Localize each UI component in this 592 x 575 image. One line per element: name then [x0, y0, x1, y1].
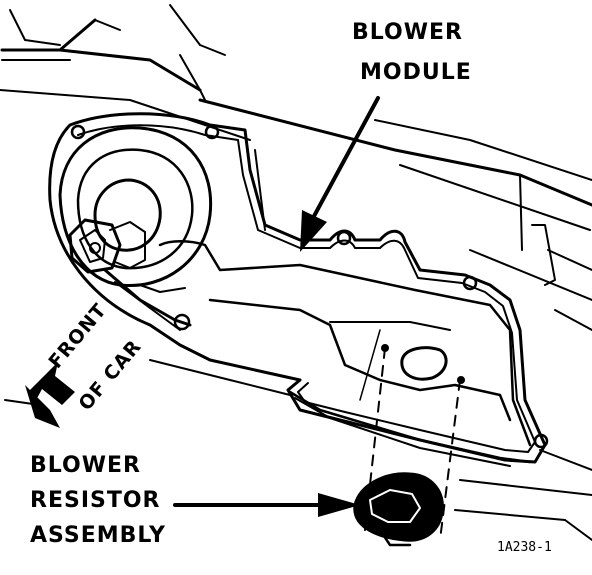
blower-module-leader-arrow	[300, 96, 380, 252]
resistor-label-line2: RESISTOR	[30, 488, 161, 513]
resistor-label-line1: BLOWER	[30, 453, 141, 478]
blower-module-housing	[48, 112, 549, 467]
blower-resistor-assembly	[353, 472, 444, 547]
blower-module-label-line2: MODULE	[360, 60, 472, 85]
resistor-leader-arrow	[173, 493, 360, 517]
vehicle-structure	[0, 4, 592, 541]
blower-module-label-line1: BLOWER	[352, 20, 463, 45]
front-of-car-arrow	[25, 362, 75, 428]
resistor-label-line3: ASSEMBLY	[30, 523, 166, 548]
figure-number: 1A238-1	[497, 540, 552, 555]
